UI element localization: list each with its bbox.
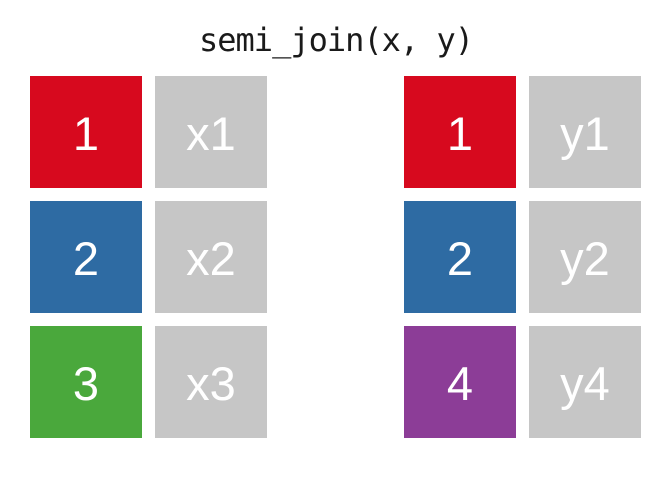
table-y-key-cell-3: 4 bbox=[404, 326, 516, 438]
table-x-row-2: 2 x2 bbox=[30, 201, 267, 313]
table-x-value-cell-3: x3 bbox=[155, 326, 267, 438]
table-y-key-cell-1: 1 bbox=[404, 76, 516, 188]
table-x-value-cell-2: x2 bbox=[155, 201, 267, 313]
table-x-row-3: 3 x3 bbox=[30, 326, 267, 438]
table-y: 1 y1 2 y2 4 y4 bbox=[404, 76, 641, 438]
table-y-value-cell-1: y1 bbox=[529, 76, 641, 188]
table-y-value-cell-3: y4 bbox=[529, 326, 641, 438]
table-y-row-2: 2 y2 bbox=[404, 201, 641, 313]
table-y-row-3: 4 y4 bbox=[404, 326, 641, 438]
table-x-key-cell-1: 1 bbox=[30, 76, 142, 188]
table-y-row-1: 1 y1 bbox=[404, 76, 641, 188]
table-x-key-cell-3: 3 bbox=[30, 326, 142, 438]
table-x-value-cell-1: x1 bbox=[155, 76, 267, 188]
table-y-key-cell-2: 2 bbox=[404, 201, 516, 313]
table-x-row-1: 1 x1 bbox=[30, 76, 267, 188]
table-y-value-cell-2: y2 bbox=[529, 201, 641, 313]
table-x-key-cell-2: 2 bbox=[30, 201, 142, 313]
table-x: 1 x1 2 x2 3 x3 bbox=[30, 76, 267, 438]
diagram-title: semi_join(x, y) bbox=[199, 21, 474, 59]
